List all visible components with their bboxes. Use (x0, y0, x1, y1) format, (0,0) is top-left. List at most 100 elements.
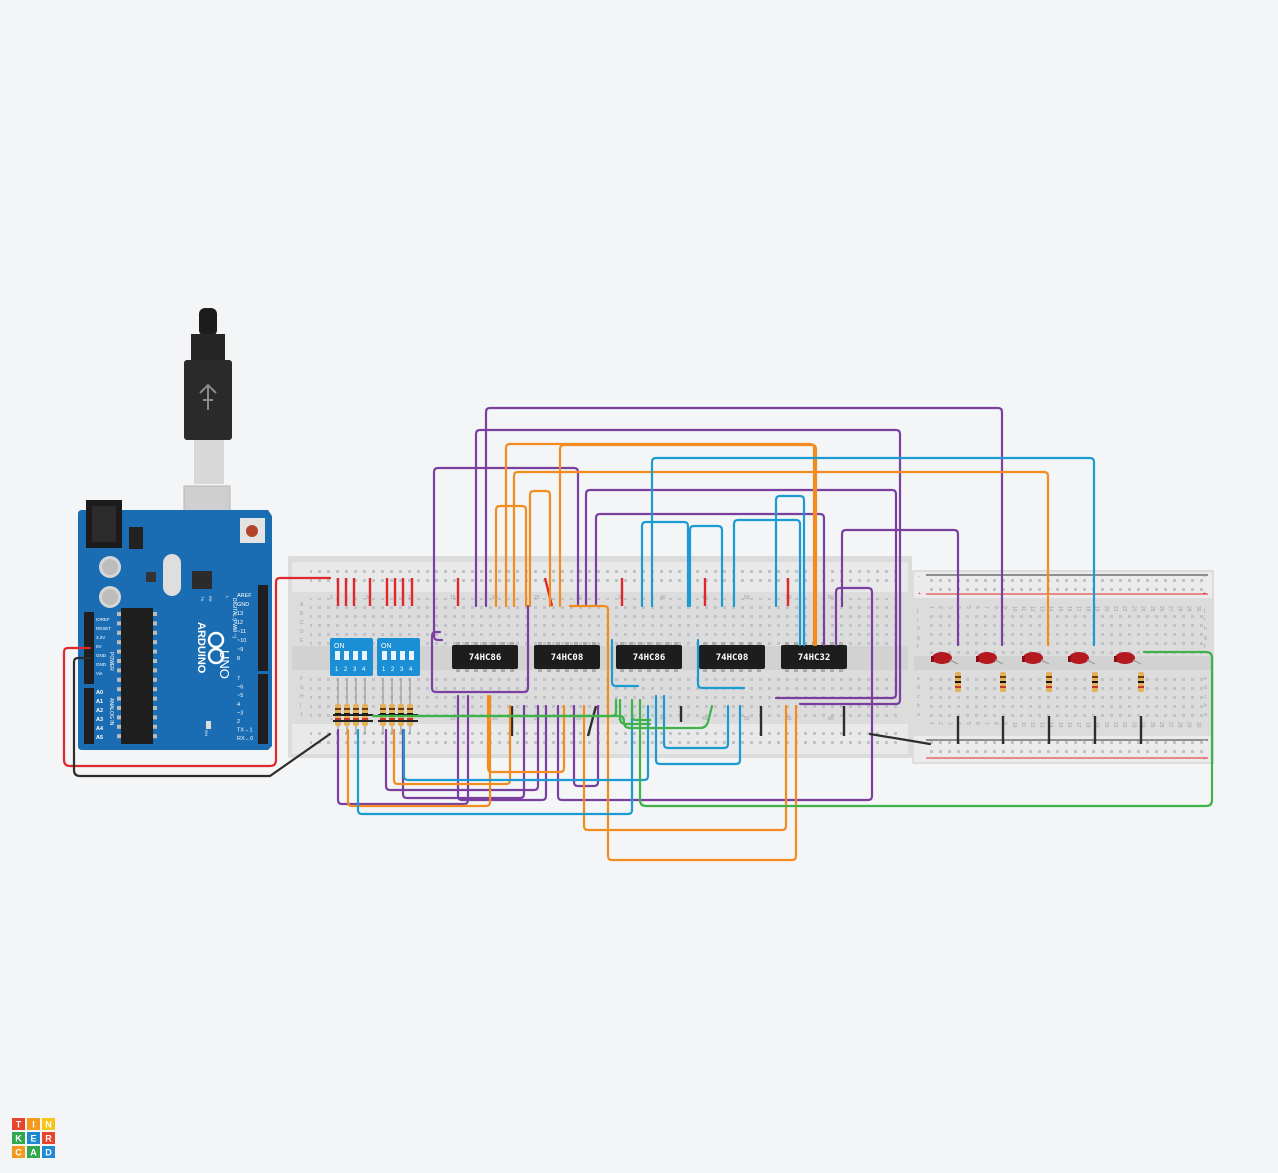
purple-wire[interactable] (840, 528, 960, 647)
blue-wire[interactable] (774, 494, 806, 647)
dip-toggle[interactable] (344, 651, 349, 660)
blue-wire[interactable] (688, 524, 724, 608)
dip-toggle[interactable] (353, 651, 358, 660)
green-wire[interactable] (630, 698, 652, 722)
column-number: 19 (1094, 722, 1100, 728)
purple-wire[interactable] (474, 428, 902, 706)
blue-wire[interactable] (402, 704, 650, 782)
led-resistor[interactable] (1138, 672, 1144, 692)
arduino-model: UNO (217, 650, 232, 679)
purple-wire[interactable] (584, 488, 898, 700)
orange-wire[interactable] (346, 694, 492, 808)
orange-wire[interactable] (582, 704, 788, 832)
logo-cell (27, 1118, 40, 1130)
green-wire[interactable] (410, 704, 714, 730)
orange-wire[interactable] (486, 694, 566, 774)
led-resistor[interactable] (955, 672, 961, 692)
blue-wire[interactable] (696, 638, 746, 690)
orange-wire[interactable] (494, 504, 528, 608)
power-jumpers[interactable] (336, 577, 790, 607)
usb-cable[interactable] (199, 308, 217, 336)
orange-wire[interactable] (392, 704, 512, 786)
orange-wire[interactable] (568, 604, 798, 862)
row-letter: C (300, 620, 304, 626)
blue-wire[interactable] (732, 518, 802, 647)
black-jumper-wire[interactable] (586, 705, 598, 737)
purple-wire[interactable] (384, 704, 540, 792)
rail-minus-label: − (918, 574, 921, 580)
dip-toggle[interactable] (335, 651, 340, 660)
column-number: 50 (744, 595, 750, 601)
column-number: 26 (1158, 606, 1164, 612)
column-number: 15 (1057, 606, 1063, 612)
column-number: 16 (1066, 606, 1072, 612)
row-letter: a (917, 712, 920, 718)
green-wire[interactable] (638, 650, 1214, 808)
column-number: 26 (1158, 722, 1164, 728)
purple-wire[interactable] (572, 704, 600, 788)
ic-chip[interactable]: 74HC08 (534, 642, 600, 672)
analog-pin-label: A1 (96, 699, 103, 705)
column-number: 21 (1112, 722, 1118, 728)
green-wire[interactable] (618, 698, 652, 726)
dip-toggle[interactable] (409, 651, 414, 660)
digital-pin-label: ~11 (237, 629, 246, 635)
column-number: 18 (1084, 606, 1090, 612)
orange-wire[interactable] (558, 443, 818, 647)
ic-chip[interactable]: 74HC08 (699, 642, 765, 672)
power-pin-label: GND (96, 662, 107, 667)
blue-wire[interactable] (650, 456, 1096, 647)
led-resistor[interactable] (1046, 672, 1052, 692)
led-resistor[interactable] (1092, 672, 1098, 692)
red-wire[interactable] (62, 584, 278, 768)
blue-wire[interactable] (640, 520, 690, 608)
digital-pin-label: ~9 (237, 647, 243, 653)
ground-jumpers[interactable] (510, 705, 1143, 744)
orange-wire[interactable] (528, 489, 552, 608)
column-number: 9 (1002, 606, 1008, 609)
orange-wire[interactable] (512, 470, 1050, 647)
dip-toggle[interactable] (391, 651, 396, 660)
purple-wire[interactable] (430, 604, 530, 694)
dip-toggle[interactable] (400, 651, 405, 660)
ic-chip[interactable]: 74HC86 (616, 642, 682, 672)
black-wire[interactable] (72, 656, 332, 778)
purple-wire[interactable] (484, 406, 1004, 647)
blue-wire[interactable] (356, 704, 634, 816)
dip-toggle[interactable] (382, 651, 387, 660)
purple-wire[interactable] (401, 704, 526, 800)
ic-chip[interactable]: 74HC86 (452, 642, 518, 672)
column-number: 40 (660, 716, 666, 722)
red-led[interactable] (1114, 652, 1142, 665)
logo-letter: D (45, 1148, 52, 1158)
red-wire[interactable] (274, 576, 332, 588)
black-wire[interactable] (868, 732, 932, 746)
column-number: 50 (744, 716, 750, 722)
blue-wire[interactable] (662, 694, 730, 750)
purple-wire[interactable] (556, 586, 874, 802)
row-letter: j (1203, 608, 1205, 614)
column-number: 5 (965, 722, 971, 725)
red-led[interactable] (1068, 652, 1096, 665)
led-resistor[interactable] (1000, 672, 1006, 692)
purple-wire[interactable] (432, 466, 580, 642)
dip-number: 2 (391, 667, 395, 673)
red-led[interactable] (931, 652, 959, 665)
column-number: 1 (330, 595, 333, 601)
blue-wire[interactable] (654, 694, 742, 766)
ic-chip[interactable]: 74HC32 (781, 642, 847, 672)
purple-wire[interactable] (336, 694, 470, 806)
purple-wire[interactable] (594, 512, 826, 647)
dip-toggle[interactable] (362, 651, 367, 660)
row-letter: I (300, 703, 301, 709)
digital-pin-label: 8 (237, 656, 240, 662)
red-led[interactable] (976, 652, 1004, 665)
red-led[interactable] (1022, 652, 1050, 665)
row-letter: d (917, 685, 920, 691)
blue-wire[interactable] (610, 638, 640, 688)
arduino-uno[interactable]: ARDUINO UNO DIGITAL (PWM ~) POWER ANALOG… (78, 308, 272, 750)
